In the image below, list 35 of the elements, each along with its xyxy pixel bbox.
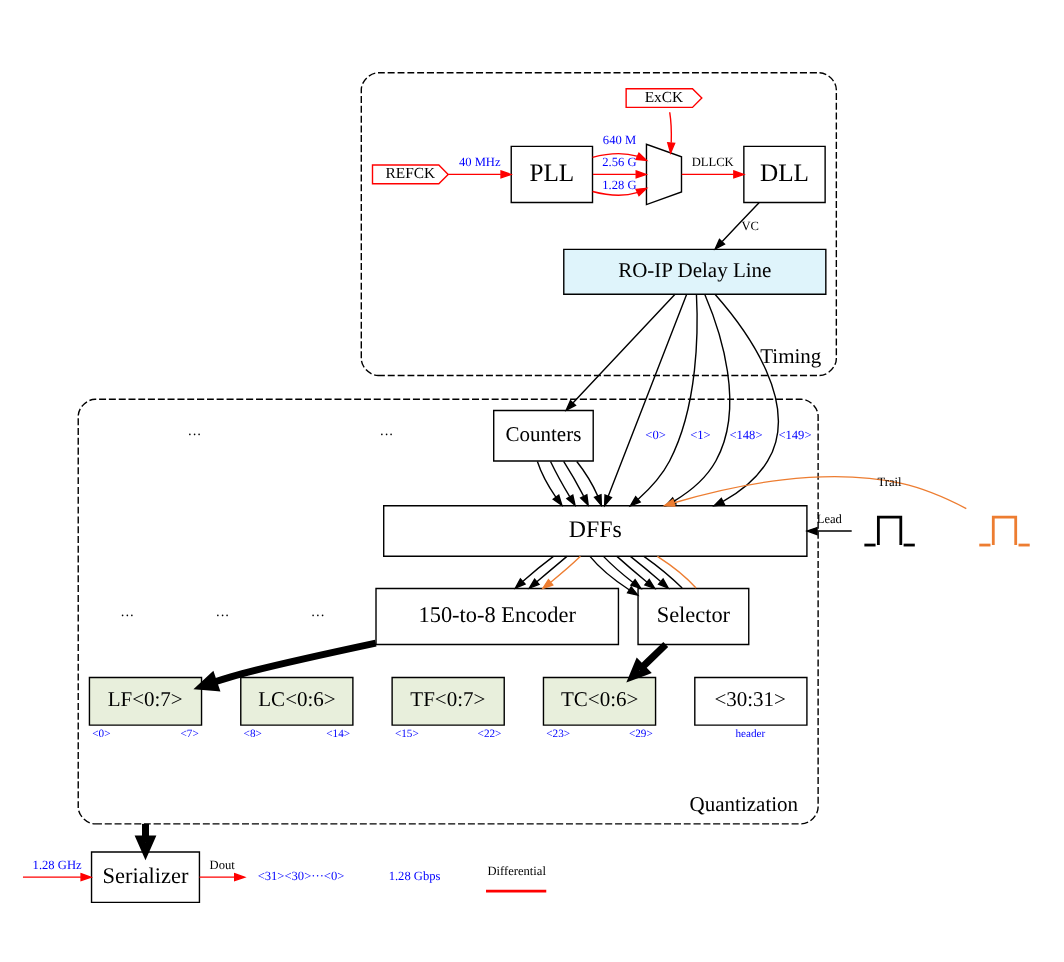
node-box: Serializer — [90, 850, 201, 903]
arrow — [198, 871, 247, 881]
arrow — [447, 169, 513, 178]
connector — [643, 554, 683, 588]
node-box: PLL — [510, 144, 594, 203]
arrow — [193, 638, 377, 691]
arrow — [626, 641, 669, 682]
arrow — [541, 554, 582, 589]
arrow — [602, 554, 643, 589]
arrow — [564, 292, 676, 411]
arrow — [591, 186, 649, 196]
node-box: DLL — [743, 144, 826, 203]
arrow — [666, 110, 676, 154]
node-box: Counters — [493, 408, 594, 461]
arrow — [805, 525, 853, 535]
node-box: Selector — [637, 586, 750, 645]
arrow — [549, 459, 577, 506]
arrow — [22, 871, 94, 881]
arrow — [527, 554, 568, 589]
arrow — [536, 459, 564, 506]
arrow — [562, 459, 590, 507]
arrow — [712, 292, 779, 506]
arrow — [713, 200, 760, 250]
node-box: DFFs — [383, 504, 808, 556]
connector — [656, 554, 697, 588]
arrow — [681, 169, 746, 178]
arrow — [616, 554, 657, 589]
arrow — [591, 151, 649, 161]
arrow — [629, 554, 670, 589]
node-box: 150-to-8 Encoder — [375, 586, 620, 645]
arrow — [589, 554, 640, 596]
node-box: RO-IP Delay Line — [563, 247, 827, 294]
arrow — [592, 169, 649, 178]
arrow — [513, 554, 555, 589]
arrow — [576, 459, 603, 507]
